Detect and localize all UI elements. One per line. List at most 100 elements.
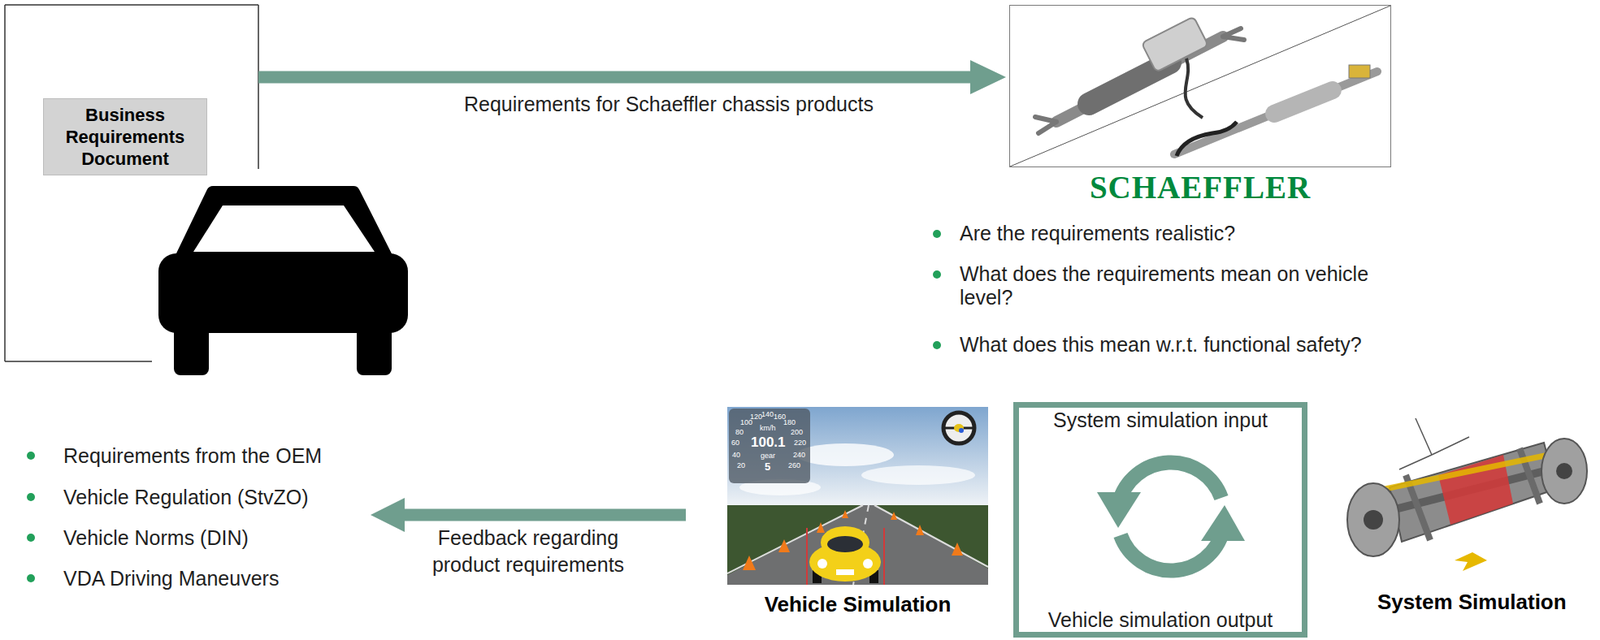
- product-illustration-part: [1141, 16, 1209, 72]
- vehicle-scene-part-part: [883, 528, 885, 586]
- connector-shaft: [258, 71, 972, 84]
- vehicle-scene-part: [728, 408, 811, 484]
- gauge-number: 80: [735, 428, 744, 437]
- vehicle-scene-part-part: [820, 526, 870, 560]
- vehicle-scene-part-part: [874, 505, 989, 568]
- system-illustration-part: [1399, 455, 1432, 470]
- product-illustration-part-part: [1141, 16, 1209, 72]
- vehicle-scene-part-part-part: [890, 511, 898, 521]
- product-illustration-part: [1184, 58, 1203, 118]
- gauge-number: 200: [790, 428, 803, 437]
- car-icon-part: [180, 192, 388, 261]
- vehicle-simulation-image: Vehicle Simulation: [727, 407, 989, 586]
- loop-arrows-part: [1097, 492, 1141, 529]
- gauge-number: 140: [761, 410, 774, 419]
- bullet-dots-part: [26, 493, 35, 502]
- connector-arrow: [258, 60, 1006, 95]
- car-icon-part: [158, 253, 408, 334]
- gauge-number: 260: [788, 461, 801, 470]
- vehicle-scene-part-part-part: [816, 522, 825, 534]
- simulation-loop-box: System simulation inputVehicle simulatio…: [1013, 402, 1308, 638]
- brand-name: SCHAEFFLER: [961, 171, 1440, 204]
- vehicle-scene-part-part: [817, 559, 828, 569]
- car-icon-part: [173, 323, 209, 376]
- vehicle-scene-part-part: [806, 528, 808, 586]
- vehicle-scene-part: [727, 407, 989, 586]
- vehicle-scene-part-part: [727, 407, 989, 506]
- vehicle-scene-part-part: [836, 569, 855, 576]
- system-illustration-part: [1363, 510, 1384, 530]
- gauge-number: 220: [793, 438, 807, 447]
- feedback-arrow-part: [370, 498, 405, 533]
- image-caption: Vehicle Simulation: [694, 592, 1021, 617]
- vehicle-scene-part: [958, 428, 964, 434]
- vehicle-scene: [727, 407, 989, 586]
- product-image-box: SCHAEFFLER: [1009, 4, 1392, 168]
- question-text: What does this mean w.r.t. functional sa…: [959, 333, 1391, 357]
- bullet-dots-part: [932, 270, 941, 279]
- bullet-dots-part: [932, 229, 941, 239]
- loop-input-text: System simulation input: [1018, 407, 1302, 433]
- document-frame-outline-part: [4, 4, 259, 6]
- vehicle-scene-part-part: [796, 443, 894, 467]
- image-caption: System Simulation: [1377, 589, 1567, 615]
- bullet-dots-part: [26, 574, 35, 583]
- loop-arrows: [1097, 462, 1245, 571]
- vehicle-scene-part-part-part: [915, 524, 924, 536]
- speed-value: 100.1: [750, 435, 786, 451]
- system-illustration-part: [1347, 483, 1400, 557]
- system-illustration-part: [1431, 437, 1470, 456]
- vehicle-scene-part-part-part: [742, 555, 756, 571]
- loop-output-text: Vehicle simulation output: [1018, 607, 1302, 633]
- gear-value: 5: [764, 461, 771, 473]
- gear-caption: gear: [760, 451, 776, 460]
- product-illustration-part: [1010, 5, 1391, 167]
- vehicle-scene-part-part: [827, 536, 863, 553]
- product-illustration-part: [1222, 28, 1245, 40]
- car-icon-part: [356, 323, 392, 376]
- product-illustration-part: [1274, 90, 1333, 114]
- arrow-head: [970, 60, 1006, 95]
- vehicle-scene-part: [953, 424, 964, 433]
- system-illustration-part: [1373, 450, 1569, 492]
- bullet-dots: [26, 229, 941, 583]
- bullet-dots-part: [26, 451, 35, 460]
- vehicle-scene-part-part: [862, 559, 873, 569]
- gauge-number: 120: [750, 412, 763, 421]
- bullet-dots-part: [932, 341, 941, 350]
- gauge-number: 180: [783, 418, 796, 427]
- question-text: What does the requirements mean on vehic…: [959, 262, 1391, 310]
- system-illustration-part: [1454, 552, 1488, 572]
- product-illustration-part: [1035, 117, 1057, 134]
- gauge-number: 240: [793, 450, 806, 460]
- question-text: Are the requirements realistic?: [959, 221, 1391, 246]
- system-illustration-part: [1556, 463, 1573, 480]
- document-frame-outline-part: [257, 4, 260, 170]
- gauge-number: 40: [732, 450, 741, 460]
- system-illustration: [1347, 418, 1587, 572]
- arrow-label: Feedback regarding product requirements: [422, 524, 634, 579]
- loop-arrows-part: [1201, 505, 1245, 542]
- document-box: Business Requirements Document: [43, 98, 208, 176]
- document-frame-outline-part: [4, 360, 152, 363]
- product-illustration-part: [1174, 71, 1378, 155]
- source-text: Vehicle Regulation (StvZO): [63, 485, 405, 510]
- document-frame: Business Requirements Document: [4, 4, 259, 362]
- source-text: Requirements from the OEM: [63, 444, 405, 469]
- vehicle-scene-part-part: [727, 505, 989, 586]
- feedback-arrow-part: [403, 509, 686, 522]
- car-icon: [158, 192, 408, 376]
- product-illustration-part: [1176, 121, 1237, 157]
- product-illustration-part: [1348, 65, 1371, 79]
- vehicle-scene-part-part-part: [778, 539, 790, 553]
- vehicle-scene-part: [943, 412, 975, 444]
- source-text: Vehicle Norms (DIN): [63, 526, 405, 551]
- gauge-number: 20: [737, 461, 746, 470]
- car-icon-part: [193, 205, 375, 252]
- vehicle-scene-part-part-part: [951, 542, 963, 556]
- product-illustration: [1010, 5, 1391, 167]
- system-illustration-part: [1415, 418, 1432, 456]
- speed-unit: km/h: [759, 424, 777, 433]
- source-text: VDA Driving Maneuvers: [63, 567, 405, 591]
